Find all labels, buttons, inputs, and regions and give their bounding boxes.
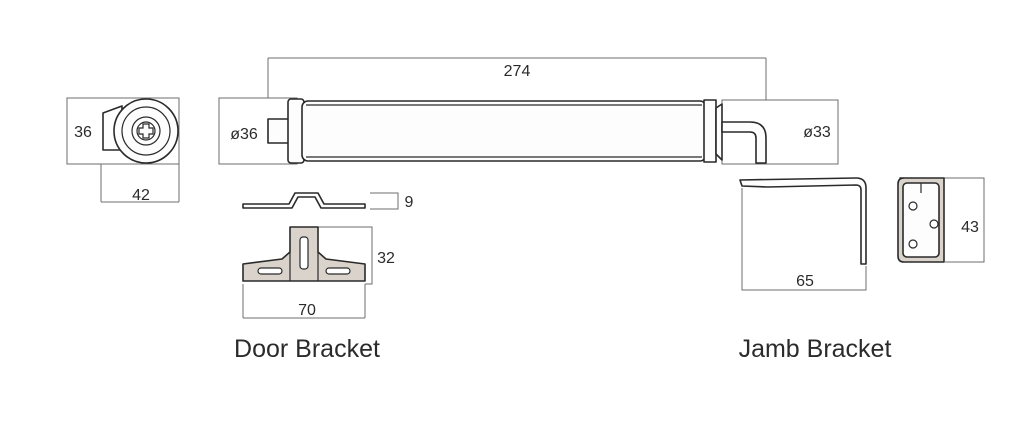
jamb-bracket-length-label: 65 — [796, 273, 814, 290]
thickness-dimension-bracket — [370, 192, 399, 210]
bracket-thickness-label: 9 — [405, 194, 414, 211]
closer-cylinder-body — [301, 100, 707, 162]
door-bracket-right-slot — [325, 267, 351, 275]
jamb-bracket-length-dimension — [741, 188, 867, 291]
jamb-bracket-hole-top — [908, 201, 918, 211]
piston-rod-hook — [721, 121, 767, 164]
door-bracket-top-view: 32 70 — [242, 226, 395, 319]
door-bracket-height-label: 32 — [377, 250, 395, 267]
closer-end-view: 36 42 — [66, 97, 180, 204]
jamb-bracket-caption: Jamb Bracket — [739, 335, 892, 363]
jamb-bracket-hole-bottom — [908, 239, 918, 249]
door-bracket-height-dimension — [318, 226, 373, 285]
end-height-label: 36 — [74, 124, 92, 141]
closer-side-view: 274 ø36 ø33 — [218, 57, 839, 165]
end-view-screw-head — [136, 121, 156, 141]
end-view-dimension-box — [66, 97, 180, 165]
door-bracket-caption: Door Bracket — [234, 335, 380, 363]
jamb-bracket-profile: 65 — [739, 177, 867, 291]
jamb-bracket-front-view: 43 — [897, 177, 985, 263]
door-bracket-profile: 9 — [242, 192, 414, 211]
closer-collar — [703, 99, 717, 163]
end-view-cap — [131, 116, 161, 146]
jamb-bracket-profile-shape — [739, 177, 867, 265]
jamb-bracket-height-label: 43 — [961, 219, 979, 236]
end-view-inner-ring — [121, 106, 171, 156]
jamb-bracket-height-dimension — [928, 177, 985, 263]
door-bracket-profile-shape — [242, 192, 366, 209]
door-bracket-left-slot — [257, 267, 283, 275]
door-bracket-center-slot — [299, 236, 309, 270]
screw-cross-icon — [138, 123, 154, 139]
end-view-outer-ring — [113, 98, 179, 164]
jamb-bracket-hole-middle — [929, 219, 939, 229]
body-diameter-label: ø36 — [230, 126, 258, 143]
end-diameter-label: ø33 — [803, 124, 831, 141]
closer-collar-lip — [715, 103, 723, 161]
door-bracket-width-label: 70 — [298, 302, 316, 319]
end-width-label: 42 — [132, 187, 150, 204]
overall-length-label: 274 — [504, 63, 531, 80]
